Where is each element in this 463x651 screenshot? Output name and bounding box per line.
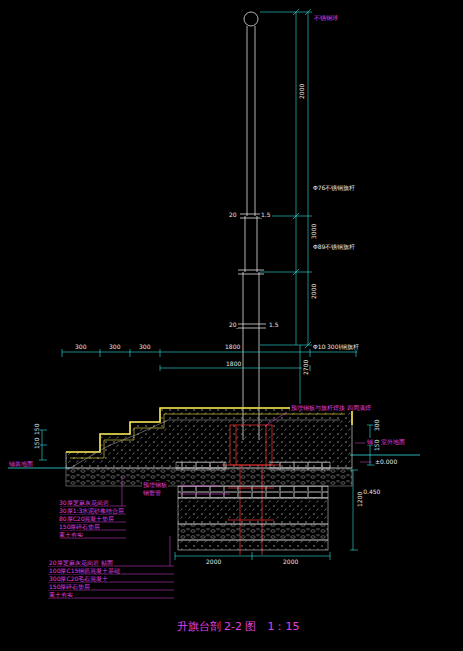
dimension-text: 3000	[310, 223, 317, 240]
dimension-text: 1800	[225, 360, 242, 367]
dimension-text: 300	[108, 343, 121, 350]
level-text: ±0.000	[374, 458, 398, 465]
level-text: -0.450	[360, 488, 381, 495]
callout-text: 150厚碎石垫层	[48, 583, 91, 590]
dimension-text: 300	[74, 343, 87, 350]
callout-text: 素土夯实	[58, 531, 84, 538]
callout-text: 20厚芝麻灰花岗岩 贴面	[48, 559, 114, 566]
note-text: 铺装 室外地面	[366, 438, 406, 445]
dimension-text: 2000	[282, 558, 299, 565]
callout-text: 100厚C15钢筋混凝土基础	[48, 567, 121, 574]
dimension-text: 1200	[356, 491, 363, 508]
note-text: 不锈钢球	[313, 14, 339, 21]
note-text: 钢套管	[142, 489, 162, 496]
callout-text: 素土夯实	[48, 591, 74, 598]
dimension-text: 150	[33, 437, 40, 450]
dimension-text: 150	[373, 439, 380, 452]
callout-text: 30厚芝麻灰花岗岩	[58, 499, 110, 506]
dimension-lines	[39, 9, 375, 560]
note-text: 预埋钢板	[142, 481, 168, 488]
leader-lines	[48, 412, 372, 598]
dimension-text: 150	[33, 423, 40, 436]
platform-steps	[66, 408, 352, 486]
foundation	[176, 462, 330, 550]
dimension-text: 2000	[298, 83, 305, 100]
dimension-text: 1.5	[260, 211, 272, 218]
note-text: Φ76不锈钢旗杆	[312, 184, 356, 191]
note-text: Φ89不锈钢旗杆	[312, 243, 356, 250]
dimension-text: 20	[228, 211, 238, 218]
dimension-text: 2700	[302, 359, 309, 376]
dimension-text: 300	[138, 343, 151, 350]
dimension-text: 1.5	[268, 321, 280, 328]
dimension-text: 2000	[205, 558, 222, 565]
dimension-text: 2000	[310, 283, 317, 300]
dimension-text: 300	[373, 419, 380, 432]
note-text: 铺装地面	[8, 460, 34, 467]
dimension-text: 20	[228, 321, 238, 328]
dimension-text: 1800	[224, 343, 241, 350]
callout-text: 80厚C20混凝土垫层	[58, 515, 115, 522]
callout-text: 300厚C20毛石混凝土	[48, 575, 109, 582]
drawing-caption: 升旗台剖 2-2 图 1：15	[177, 619, 300, 634]
callout-text: 30厚1:3水泥砂浆结合层	[58, 507, 125, 514]
dimension-text: 300	[326, 343, 339, 350]
flag-pole	[236, 12, 266, 440]
callout-text: 150厚碎石垫层	[58, 523, 101, 530]
note-text: 预埋钢板与旗杆焊接 四周满焊	[290, 404, 372, 411]
